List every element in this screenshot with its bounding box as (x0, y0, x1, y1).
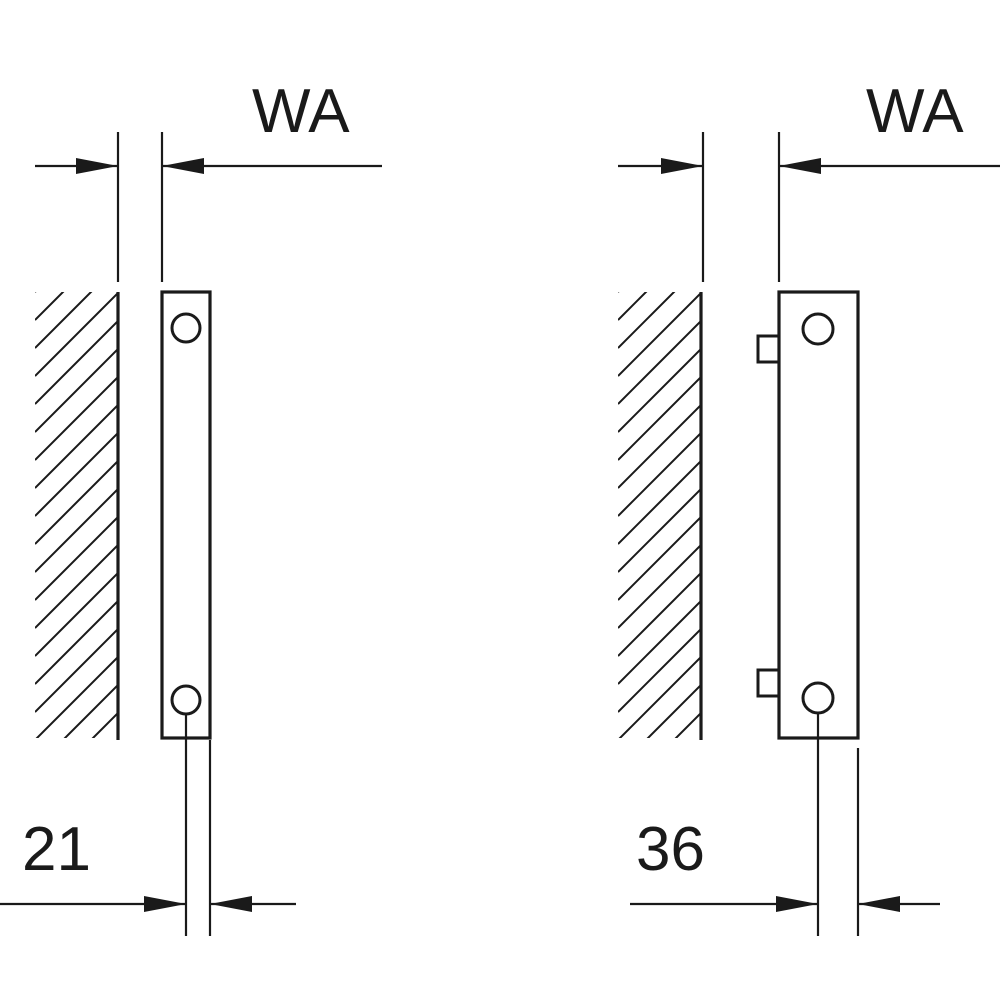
pipe-offset-dimension: 21 (0, 714, 296, 936)
hatch-line (618, 741, 701, 824)
hatch-line (618, 292, 648, 321)
arrow-right-icon (661, 158, 703, 174)
hatch-line (618, 348, 701, 433)
wall-distance-label: WA (866, 77, 964, 146)
radiator-body (777, 290, 860, 740)
hatch-line (35, 292, 65, 321)
hatch-line (618, 516, 701, 601)
hatch-line (35, 320, 118, 405)
top-connection-icon (801, 312, 835, 346)
hatch-line (35, 572, 118, 657)
bottom-connection-icon (170, 684, 202, 716)
arrow-right-icon (76, 158, 118, 174)
hatch-line (674, 712, 701, 738)
diagram-right: WA 36 (618, 77, 1000, 936)
hatch-line (35, 600, 118, 685)
wall-distance-dimension: WA (35, 77, 382, 282)
bottom-bracket (756, 668, 781, 698)
pipe-offset-label: 21 (22, 815, 91, 884)
hatch-line (618, 292, 676, 349)
wall-hatching (35, 292, 118, 824)
hatch-line (618, 572, 701, 657)
arrow-left-icon (858, 896, 900, 912)
hatch-line (618, 376, 701, 461)
hatch-line (35, 432, 118, 517)
diagram-left: WA 21 (0, 77, 382, 936)
hatch-line (91, 712, 118, 738)
hatch-line (35, 292, 118, 377)
hatch-line (63, 684, 118, 738)
top-connection-icon (170, 312, 202, 344)
hatch-line (35, 544, 118, 629)
hatch-line (35, 404, 118, 489)
hatch-line (35, 656, 118, 738)
wall-distance-label: WA (252, 77, 350, 146)
arrow-left-icon (210, 896, 252, 912)
radiator-body (160, 290, 212, 740)
hatch-line (35, 292, 93, 349)
hatch-line (618, 432, 701, 517)
hatch-line (35, 741, 118, 824)
hatch-line (35, 628, 118, 713)
hatch-line (618, 656, 701, 738)
hatch-line (618, 460, 701, 545)
wall-distance-dimension: WA (618, 77, 1000, 282)
hatch-line (618, 292, 701, 377)
arrow-right-icon (776, 896, 818, 912)
pipe-offset-dimension: 36 (630, 713, 940, 936)
hatch-line (618, 600, 701, 685)
arrow-right-icon (144, 896, 186, 912)
hatch-line (35, 292, 37, 293)
hatch-line (618, 320, 701, 405)
pipe-offset-label: 36 (636, 815, 705, 884)
hatch-line (35, 488, 118, 573)
hatch-line (35, 348, 118, 433)
hatch-line (35, 376, 118, 461)
hatch-line (618, 488, 701, 573)
hatch-line (618, 628, 701, 713)
bottom-connection-icon (801, 681, 835, 715)
hatch-line (35, 460, 118, 545)
wall-hatching (618, 292, 701, 824)
hatch-line (618, 544, 701, 629)
top-bracket (756, 334, 781, 364)
hatch-line (618, 292, 620, 293)
hatch-line (646, 684, 701, 738)
hatch-line (618, 404, 701, 489)
hatch-line (35, 516, 118, 601)
arrow-left-icon (162, 158, 204, 174)
arrow-left-icon (779, 158, 821, 174)
